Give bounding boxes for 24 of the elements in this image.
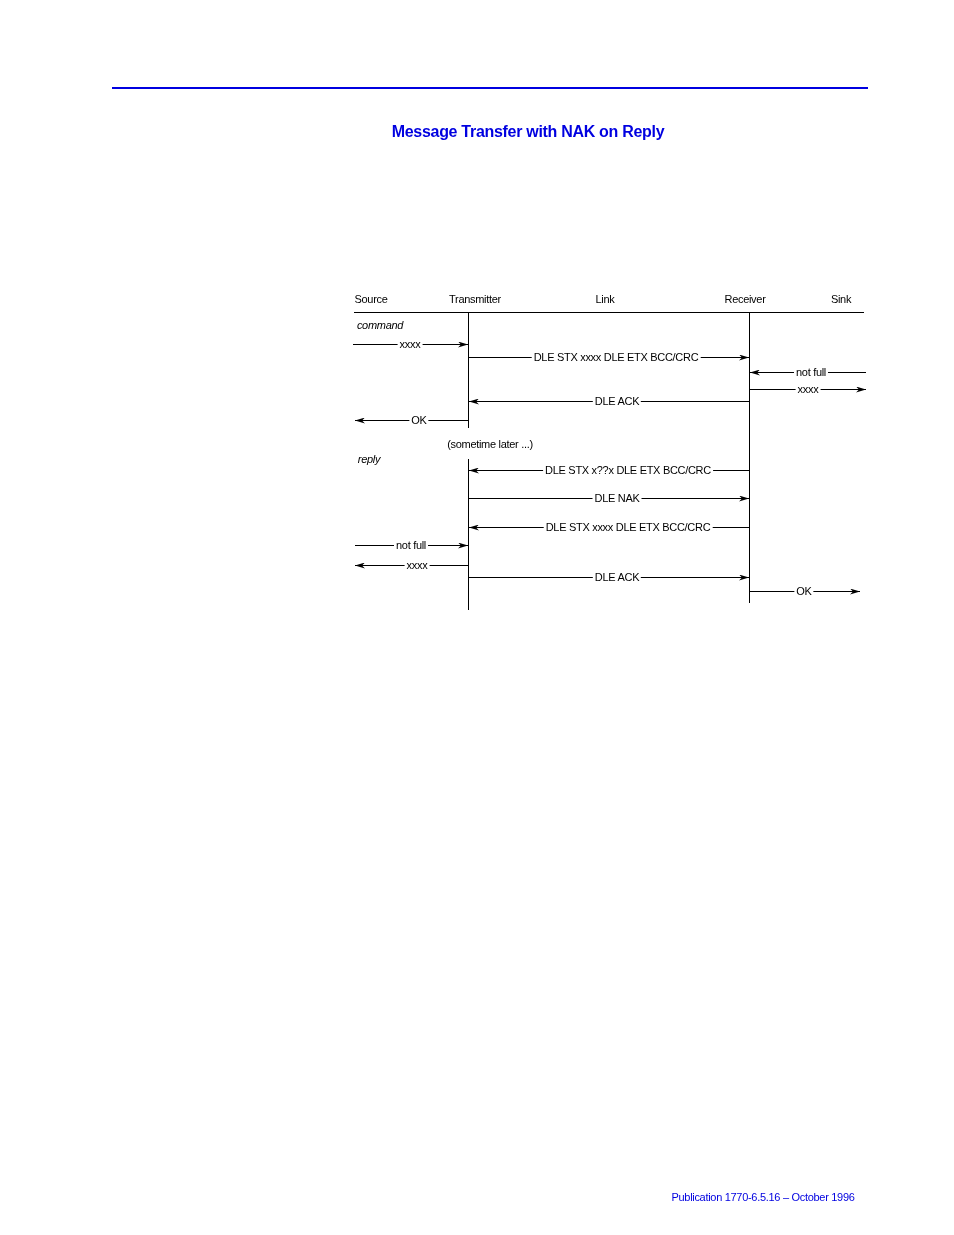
edge-label: not full [794,366,828,377]
edge-label: DLE STX x??x DLE ETX BCC/CRC [543,464,713,475]
diagram-title: Message Transfer with NAK on Reply [391,124,665,140]
column-heading: Sink [830,293,852,305]
edge-label: DLE STX xxxx DLE ETX BCC/CRC [531,351,701,362]
edge-label: DLE STX xxxx DLE ETX BCC/CRC [543,521,713,532]
edge-label: DLE ACK [592,395,642,406]
edge-label: OK [794,585,814,596]
message-type-label: command [356,319,404,331]
lifeline [749,313,750,603]
edge-label: OK [409,414,429,425]
edge-label: not full [394,539,428,550]
edge-label: DLE ACK [592,571,642,582]
message-type-label: reply [357,453,381,465]
column-heading: Receiver [724,293,766,305]
lifeline [468,459,469,610]
arrow [354,417,469,424]
column-heading: Source [354,293,388,305]
lifeline [468,313,469,428]
column-heading: Transmitter [449,293,501,305]
column-heading: Link [595,293,615,305]
publication-footer: Publication 1770-6.5.16 – October 1996 [671,1191,855,1203]
timing-note: (sometime later ...) [447,438,533,450]
edge-label: DLE NAK [592,492,642,503]
